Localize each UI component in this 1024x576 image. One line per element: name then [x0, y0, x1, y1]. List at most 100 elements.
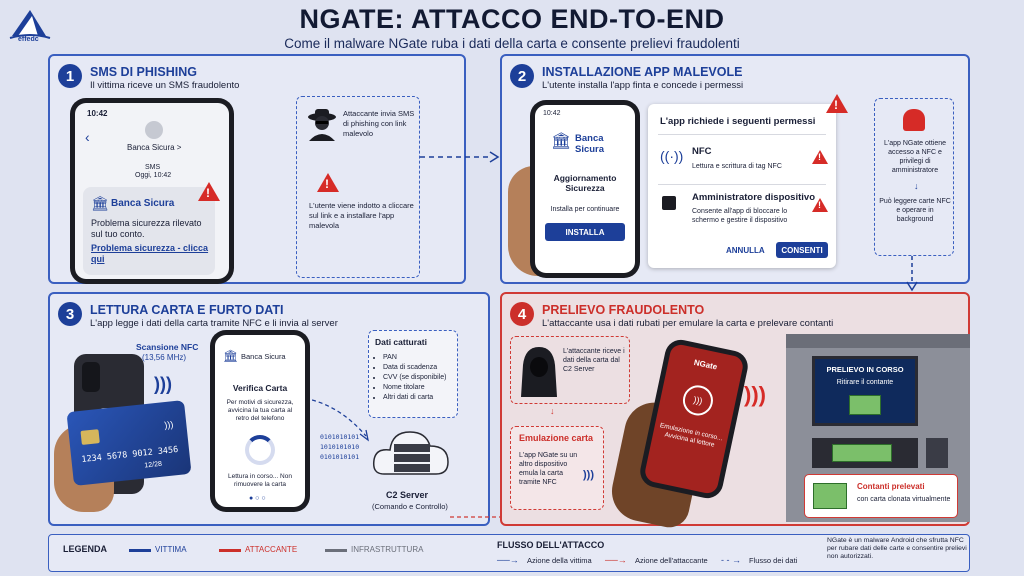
step1-note-attacker: Attaccante invia SMS di phishing con lin…	[343, 109, 415, 138]
sms-message: Problema sicurezza rilevato sul tuo cont…	[91, 218, 202, 239]
flow-data: Flusso dei dati	[749, 556, 798, 565]
legend-victim: VITTIMA	[155, 545, 187, 554]
scan-frequency: (13,56 MHz)	[142, 353, 187, 362]
step2-bank-name: Banca Sicura	[575, 133, 605, 155]
step3-desc: L'app legge i dati della carta tramite N…	[90, 318, 338, 329]
captured-data-item: PAN	[383, 353, 446, 363]
cash-icon	[832, 444, 892, 462]
verify-card-title: Verifica Carta	[232, 383, 288, 393]
sms-label: SMS	[145, 164, 161, 171]
legend-bar: LEGENDA VITTIMA ATTACCANTE INFRASTRUTTUR…	[48, 534, 970, 572]
captured-data-list: PANData di scadenzaCVV (se disponibile)N…	[383, 353, 446, 403]
step2-phone: 10:42 🏛 Banca Sicura Aggiornamento Sicur…	[530, 100, 640, 278]
step2-note-access: L'app NGate ottiene accesso a NFC e priv…	[883, 140, 947, 174]
step1-desc: Il vittima riceve un SMS fraudolento	[90, 80, 240, 91]
step1-note-user: L'utente viene indotto a cliccare sul li…	[309, 201, 414, 230]
step2-desc: L'utente installa l'app finta e concede …	[542, 80, 744, 91]
emulation-text: L'app NGate su un altro dispositivo emul…	[519, 452, 578, 486]
sms-contact[interactable]: Banca Sicura >	[127, 143, 182, 152]
step2-title: INSTALLAZIONE APP MALEVOLE	[542, 65, 743, 79]
step3-bank-name: Banca Sicura	[241, 352, 286, 361]
step2-note-background: Può leggere carte NFC e operare in backg…	[879, 198, 951, 223]
verify-card-text: Per motivi di sicurezza, avvicina la tua…	[226, 399, 294, 422]
contactless-icon: )))	[163, 419, 174, 431]
nfc-waves-icon: )))	[744, 382, 766, 407]
hooded-attacker-icon	[521, 347, 557, 397]
flow-data-arrow-icon: - - →	[721, 555, 741, 565]
legend-infra: INFRASTRUTTURA	[351, 545, 424, 554]
dialog-title: L'app richiede i seguenti permessi	[660, 116, 816, 127]
warning-icon	[317, 173, 339, 192]
attacker-note: L'attaccante riceve i dati della carta d…	[563, 348, 625, 373]
bank-icon: 🏛	[223, 349, 239, 363]
install-button[interactable]: INSTALLA	[545, 223, 625, 241]
legend-infra-line	[325, 549, 347, 552]
phone-time: 10:42	[87, 109, 108, 118]
permissions-dialog: L'app richiede i seguenti permessi ((·))…	[648, 104, 836, 268]
captured-data-item: CVV (se disponibile)	[383, 373, 446, 383]
sms-phishing-link[interactable]: Problema sicurezza - clicca qui	[91, 243, 209, 264]
step3-number: 3	[58, 302, 82, 326]
card-expiry: 12/28	[144, 460, 163, 470]
atm-screen-title: PRELIEVO IN CORSO	[826, 365, 904, 374]
binary-stream: 0101010101 1010101010 0101010101	[320, 432, 359, 462]
cash-stack-icon	[813, 483, 847, 509]
emulation-box: Emulazione carta L'app NGate su un altro…	[510, 426, 604, 510]
camera-icon	[82, 362, 100, 392]
server-title: C2 Server	[386, 490, 429, 500]
nfc-waves-icon: )))	[154, 374, 172, 394]
step1-panel: 1 SMS DI PHISHING Il vittima riceve un S…	[48, 54, 466, 284]
server-subtitle: (Comando e Controllo)	[372, 502, 448, 511]
bank-icon: 🏛	[91, 195, 109, 211]
legend-victim-line	[129, 549, 151, 552]
flow-title: FLUSSO DELL'ATTACCO	[497, 540, 605, 550]
cash-title: Contanti prelevati	[857, 482, 925, 491]
captured-data-item: Nome titolare	[383, 383, 446, 393]
step2-notes-box: L'app NGate ottiene accesso a NFC e priv…	[874, 98, 954, 256]
data-flow-arrow	[312, 399, 369, 442]
nfc-waves-icon: )))	[583, 469, 594, 481]
step3-title: LETTURA CARTA E FURTO DATI	[90, 303, 284, 317]
cloud-server-icon	[372, 431, 449, 475]
reading-status: Lettura in corso... Non rimuovere la car…	[228, 473, 292, 488]
cancel-button[interactable]: ANNULLA	[726, 246, 765, 255]
sms-bank-name: Banca Sicura	[111, 198, 175, 209]
warning-icon	[826, 94, 848, 113]
warning-icon	[198, 182, 220, 201]
captured-data-box: Dati catturati PANData di scadenzaCVV (s…	[368, 330, 458, 418]
flow-arrow	[420, 151, 500, 163]
sail-logo-icon	[9, 10, 51, 39]
step3-panel: 3 LETTURA CARTA E FURTO DATI L'app legge…	[48, 292, 490, 526]
emulation-status: Emulazione in corso... Avvicina al letto…	[659, 422, 724, 449]
flow-attacker-arrow-icon: ──→	[605, 555, 627, 565]
flow-victim-arrow-icon: ──→	[497, 555, 519, 565]
captured-data-item: Data di scadenza	[383, 363, 446, 373]
update-title: Aggiornamento Sicurezza	[553, 173, 617, 193]
perm-admin-desc: Consente all'app di bloccare lo schermo …	[692, 208, 788, 224]
binary-line: 0101010101	[320, 453, 360, 461]
allow-button[interactable]: CONSENTI	[776, 242, 828, 258]
cash-text: con carta clonata virtualmente	[857, 496, 951, 503]
attacker-phone: NGate ))) Emulazione in corso... Avvicin…	[637, 336, 751, 502]
android-icon	[903, 109, 925, 131]
back-arrow-icon[interactable]: ‹	[85, 129, 90, 145]
legend-note: NGate è un malware Android che sfrutta N…	[827, 537, 967, 560]
step1-number: 1	[58, 64, 82, 88]
perm-nfc-title: NFC	[692, 146, 712, 157]
page-title: NGATE: ATTACCO END-TO-END	[299, 4, 725, 34]
warning-icon	[812, 198, 828, 212]
legend-title: LEGENDA	[63, 544, 108, 554]
perm-admin-title: Amministratore dispositivo	[692, 192, 815, 203]
flow-attacker: Azione dell'attaccante	[635, 556, 708, 565]
contact-avatar-icon	[145, 121, 163, 139]
step4-number: 4	[510, 302, 534, 326]
flow-arrow	[906, 256, 918, 292]
step1-title: SMS DI PHISHING	[90, 65, 197, 79]
captured-data-item: Altri dati di carta	[383, 393, 446, 403]
page-subtitle: Come il malware NGate ruba i dati della …	[284, 36, 740, 51]
lock-icon	[662, 196, 676, 210]
step4-title: PRELIEVO FRAUDOLENTO	[542, 303, 705, 317]
step4-panel: 4 PRELIEVO FRAUDOLENTO L'attaccante usa …	[500, 292, 970, 532]
progress-spinner	[245, 435, 275, 465]
cash-dispenser	[812, 438, 918, 468]
